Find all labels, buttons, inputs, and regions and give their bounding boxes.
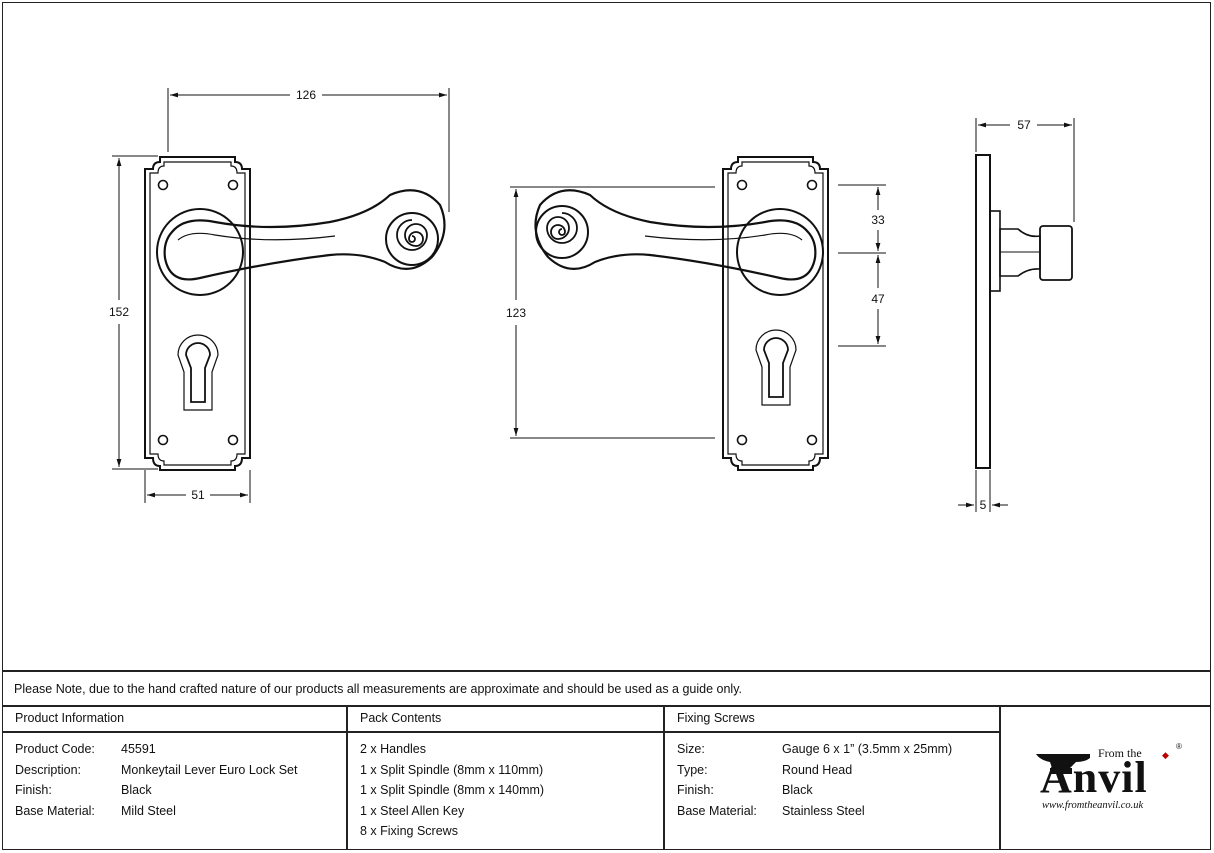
- lever: [163, 189, 446, 281]
- screw-material-label: Base Material:: [677, 804, 757, 818]
- front-view-right: [534, 156, 829, 471]
- screw-finish-value: Black: [782, 783, 813, 797]
- technical-drawing: 126 152 51: [109, 88, 1075, 512]
- screw-hole: [736, 179, 748, 191]
- euro-keyhole: [763, 337, 789, 398]
- dim-33: [838, 184, 886, 254]
- dim-51: [144, 470, 251, 503]
- pack-item: 1 x Split Spindle (8mm x 140mm): [360, 783, 545, 797]
- product-code-value: 45591: [121, 742, 156, 756]
- screw-size-label: Size:: [677, 742, 705, 756]
- logo-from-the: From the: [1098, 746, 1142, 760]
- front-view-left: [144, 156, 446, 471]
- dim-126: [167, 88, 450, 212]
- finish-value: Black: [121, 783, 152, 797]
- rose: [156, 208, 244, 296]
- dim-152-label: 152: [109, 305, 129, 319]
- dim-126-label: 126: [296, 88, 316, 102]
- col-divider: [999, 705, 1001, 850]
- scroll-spiral: [546, 212, 578, 244]
- pack-contents-heading: Pack Contents: [360, 711, 442, 725]
- disclaimer-note: Please Note, due to the hand crafted nat…: [14, 682, 743, 696]
- dim-33-label: 33: [871, 213, 885, 227]
- backplate-outline: [144, 156, 251, 471]
- screw-material-value: Stainless Steel: [782, 804, 865, 818]
- screw-size-value: Gauge 6 x 1” (3.5mm x 25mm): [782, 742, 953, 756]
- description-value: Monkeytail Lever Euro Lock Set: [121, 763, 298, 777]
- anvil-icon: [1036, 754, 1090, 774]
- backplate-outline: [722, 156, 829, 471]
- logo-registered: ®: [1176, 742, 1182, 751]
- col-divider: [346, 705, 348, 850]
- base-material-label: Base Material:: [15, 804, 95, 818]
- note-rule: [2, 705, 1211, 707]
- description-label: Description:: [15, 763, 81, 777]
- dim-5: [958, 470, 1008, 512]
- logo-diamond-icon: ◆: [1162, 750, 1169, 760]
- col-divider: [663, 705, 665, 850]
- dim-47: [838, 255, 886, 347]
- table-top-rule: [2, 670, 1211, 672]
- screw-hole: [806, 434, 818, 446]
- side-backplate: [975, 154, 991, 469]
- header-rule: [2, 731, 1000, 733]
- pack-item: 8 x Fixing Screws: [360, 824, 458, 838]
- anvil-logo: From the ◆ ® Anvil www.fromtheanvil.co.u…: [1030, 740, 1190, 820]
- screw-hole: [806, 179, 818, 191]
- scroll-spiral: [396, 219, 428, 251]
- product-info-heading: Product Information: [15, 711, 125, 725]
- rose: [736, 208, 824, 296]
- screw-hole: [227, 179, 239, 191]
- lever: [534, 189, 817, 281]
- pack-item: 2 x Handles: [360, 742, 427, 756]
- screw-hole: [157, 434, 169, 446]
- screw-finish-label: Finish:: [677, 783, 714, 797]
- screw-hole: [736, 434, 748, 446]
- logo-brand: Anvil: [1040, 753, 1148, 802]
- dim-123-label: 123: [506, 306, 526, 320]
- side-view: [975, 154, 1073, 469]
- fixing-screws-heading: Fixing Screws: [677, 711, 755, 725]
- euro-keyhole: [185, 342, 211, 403]
- screw-type-label: Type:: [677, 763, 708, 777]
- screw-type-value: Round Head: [782, 763, 853, 777]
- dim-51-label: 51: [191, 488, 205, 502]
- screw-hole: [227, 434, 239, 446]
- dim-57-label: 57: [1017, 118, 1031, 132]
- dim-57: [975, 118, 1075, 222]
- dim-123: [510, 186, 715, 439]
- side-lever-end: [1039, 225, 1073, 281]
- product-code-label: Product Code:: [15, 742, 95, 756]
- logo-url: www.fromtheanvil.co.uk: [1042, 800, 1144, 811]
- dim-47-label: 47: [871, 292, 885, 306]
- pack-item: 1 x Split Spindle (8mm x 110mm): [360, 763, 544, 777]
- base-material-value: Mild Steel: [121, 804, 176, 818]
- dim-5-label: 5: [980, 498, 987, 512]
- finish-label: Finish:: [15, 783, 52, 797]
- pack-item: 1 x Steel Allen Key: [360, 804, 465, 818]
- dim-152: [112, 155, 158, 470]
- screw-hole: [157, 179, 169, 191]
